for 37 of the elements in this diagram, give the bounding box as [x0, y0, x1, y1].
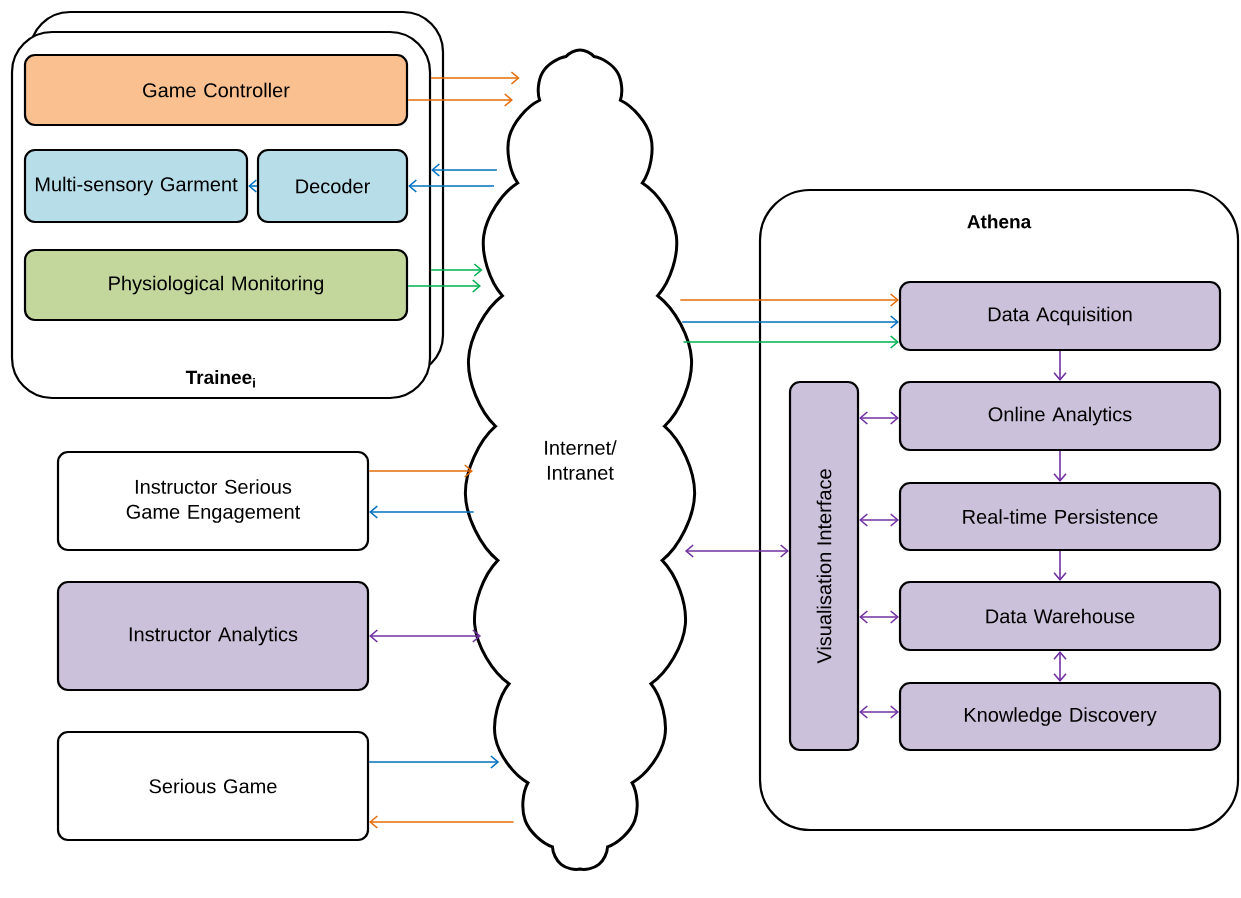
- arrow: [430, 263, 483, 277]
- arrow: [859, 513, 899, 527]
- arrow: [369, 505, 475, 519]
- arrow: [369, 815, 515, 829]
- process-box: Instructor Serious Game Engagement: [56, 450, 370, 552]
- arrow: [1053, 550, 1067, 581]
- process-box: Data Acquisition: [898, 280, 1222, 352]
- arrow: [859, 705, 899, 719]
- arrow: [682, 335, 899, 349]
- arrow: [1053, 450, 1067, 482]
- arrow: [368, 755, 500, 769]
- arrow: [408, 179, 495, 193]
- arrow: [431, 163, 498, 177]
- arrow: [430, 71, 520, 85]
- arrow: [369, 629, 482, 643]
- process-box: Real-time Persistence: [898, 481, 1222, 552]
- process-box: Data Warehouse: [898, 580, 1222, 652]
- arrow: [681, 315, 899, 329]
- arrow: [859, 610, 899, 624]
- arrow: [1053, 651, 1067, 682]
- process-box: Instructor Analytics: [56, 580, 370, 692]
- arrow: [368, 464, 473, 478]
- arrow: [1053, 350, 1067, 381]
- arrow: [679, 293, 899, 307]
- process-box: Multi-sensory Garment: [23, 148, 249, 224]
- process-box: Knowledge Discovery: [898, 681, 1222, 752]
- process-box: Serious Game: [56, 730, 370, 842]
- process-box: Decoder: [256, 148, 409, 224]
- arrow: [859, 411, 899, 425]
- process-box: Game Controller: [23, 53, 409, 127]
- arrow: [407, 279, 481, 293]
- process-box: Visualisation Interface: [788, 380, 860, 752]
- network-cloud: Internet/ Intranet: [463, 48, 697, 871]
- process-box: Physiological Monitoring: [23, 248, 409, 322]
- arrow: [407, 93, 513, 107]
- process-box: Online Analytics: [898, 380, 1222, 452]
- arrow: [684, 544, 789, 558]
